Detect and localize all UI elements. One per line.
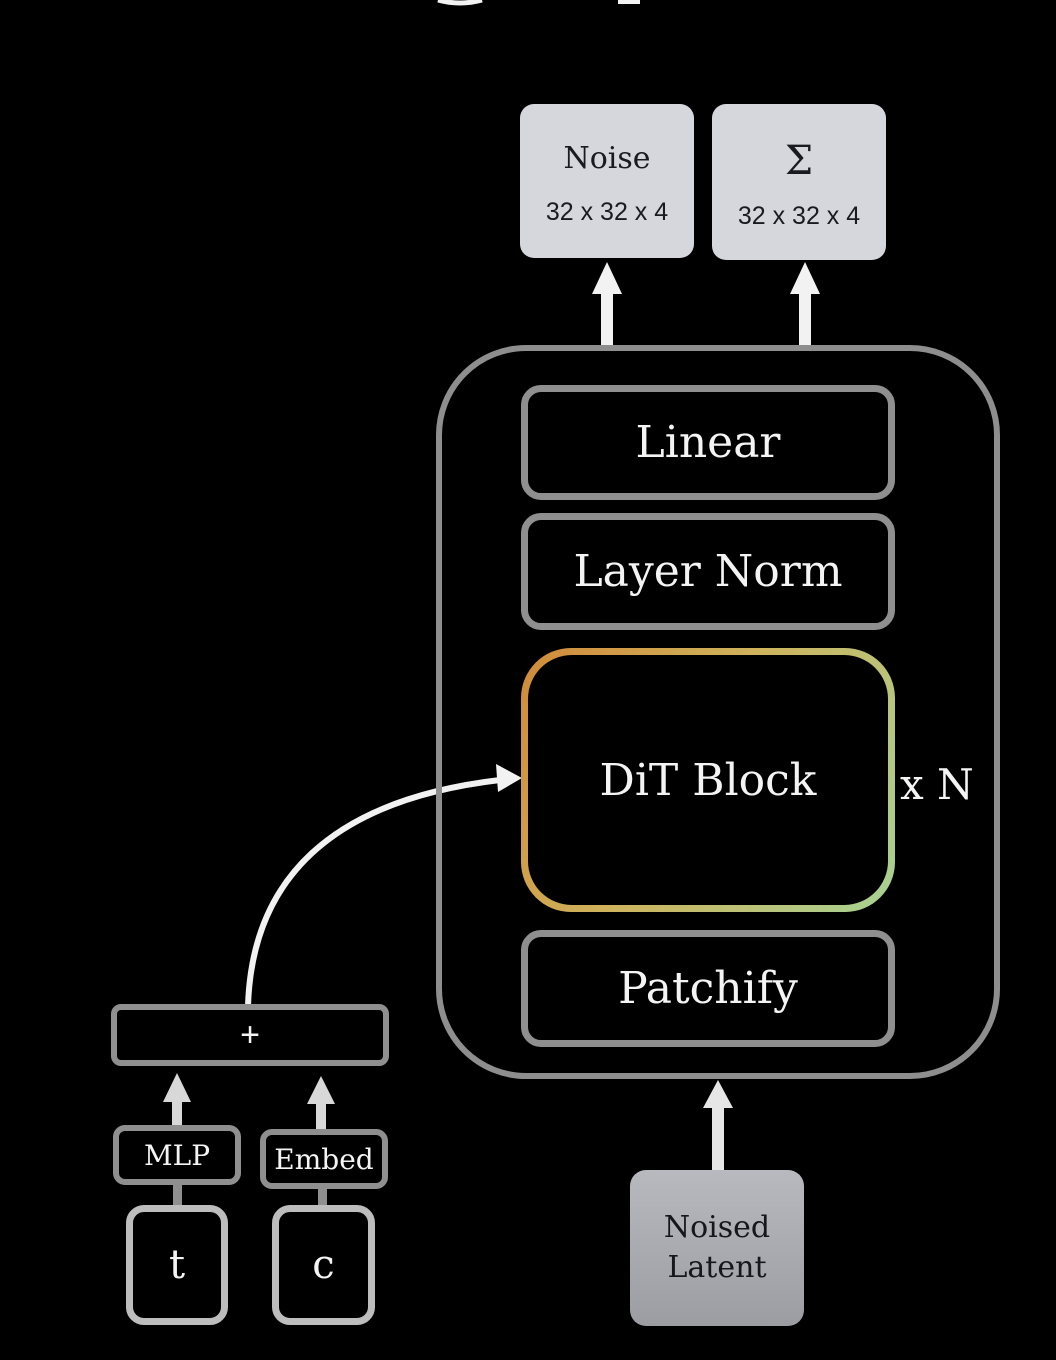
arrow-to-noise — [592, 262, 622, 346]
timestep-input-box: t — [126, 1205, 228, 1325]
patchify-block: Patchify — [521, 930, 895, 1047]
sigma-label: Σ — [784, 137, 814, 184]
sigma-output-box: Σ 32 x 32 x 4 — [712, 104, 886, 260]
sum-block: + — [111, 1004, 389, 1066]
title-fragment — [618, 0, 640, 4]
noised-latent-line2: Latent — [667, 1250, 767, 1285]
arrow-mlp-to-sum — [163, 1073, 191, 1128]
title-fragment — [437, 0, 483, 6]
sum-label: + — [240, 1015, 260, 1054]
timestep-label: t — [168, 1242, 186, 1288]
mlp-label: MLP — [143, 1138, 211, 1172]
class-label: c — [312, 1242, 335, 1288]
dit-block-label: DiT Block — [599, 754, 817, 806]
class-input-box: c — [272, 1205, 375, 1325]
layer-norm-block: Layer Norm — [521, 513, 895, 630]
repeat-n-label: x N — [900, 760, 974, 809]
mlp-block: MLP — [113, 1125, 241, 1185]
dit-block: DiT Block — [521, 648, 895, 912]
noise-shape: 32 x 32 x 4 — [545, 198, 669, 226]
sigma-shape: 32 x 32 x 4 — [737, 201, 861, 230]
linear-block: Linear — [521, 385, 895, 500]
arrow-to-sigma — [790, 262, 820, 346]
patchify-label: Patchify — [618, 963, 798, 1014]
embed-label: Embed — [274, 1142, 374, 1176]
arrow-from-noised-latent — [703, 1080, 733, 1172]
arrow-embed-to-sum — [307, 1076, 335, 1132]
noised-latent-line1: Noised — [663, 1210, 771, 1245]
noised-latent-box: Noised Latent — [630, 1170, 804, 1326]
layer-norm-label: Layer Norm — [573, 546, 843, 597]
transformer-container — [436, 345, 1000, 1079]
noise-output-box: Noise 32 x 32 x 4 — [520, 104, 694, 258]
linear-label: Linear — [635, 417, 781, 468]
noise-label: Noise — [563, 141, 651, 176]
embed-block: Embed — [260, 1129, 388, 1189]
